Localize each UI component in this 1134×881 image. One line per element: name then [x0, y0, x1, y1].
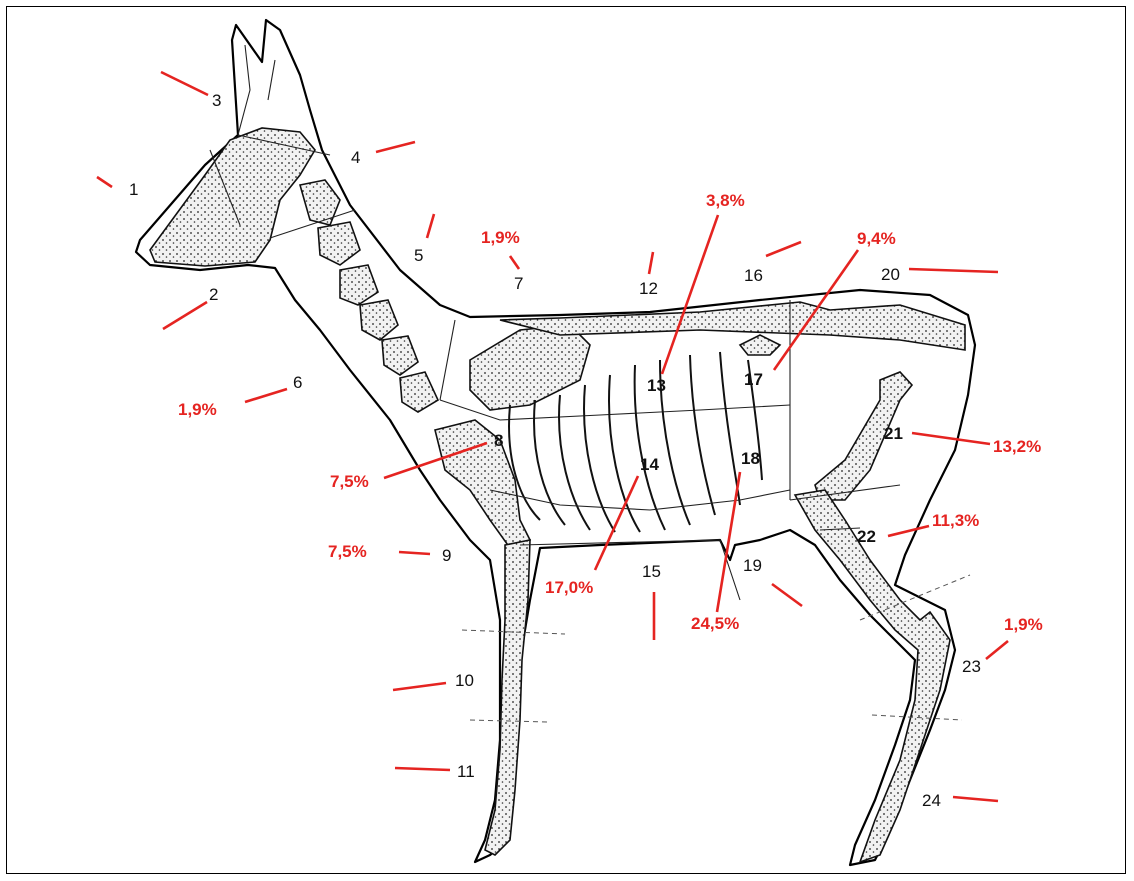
region-number-11: 11: [457, 762, 475, 781]
percent-label-6: 1,9%: [178, 400, 217, 419]
leader-20: [909, 269, 998, 272]
region-number-15: 15: [642, 562, 661, 581]
percent-label-22: 11,3%: [932, 511, 979, 530]
skeleton: [150, 128, 970, 862]
leader-6: [245, 389, 287, 402]
leader-7: [510, 256, 519, 269]
percent-label-21: 13,2%: [993, 437, 1041, 456]
region-number-7: 7: [514, 274, 523, 293]
region-number-17: 17: [744, 370, 763, 389]
leader-3: [161, 72, 208, 95]
region-number-13: 13: [647, 376, 666, 395]
region-number-21: 21: [884, 424, 903, 443]
region-number-6: 6: [293, 373, 302, 392]
leader-11: [395, 768, 450, 770]
leader-23: [986, 641, 1008, 659]
leader-24: [953, 797, 998, 801]
region-number-3: 3: [212, 91, 221, 110]
leader-10: [393, 683, 446, 690]
leader-4: [376, 142, 415, 152]
region-number-9: 9: [442, 546, 451, 565]
percent-label-13: 3,8%: [706, 191, 745, 210]
leader-19: [772, 584, 802, 606]
leader-21: [912, 433, 990, 444]
region-number-1: 1: [129, 180, 138, 199]
region-number-12: 12: [639, 279, 658, 298]
region-number-19: 19: [743, 556, 762, 575]
region-number-5: 5: [414, 246, 423, 265]
leader-14: [595, 476, 638, 570]
leader-13: [662, 215, 718, 374]
region-number-14: 14: [640, 455, 659, 474]
leader-16: [766, 242, 801, 256]
percent-label-14: 17,0%: [545, 578, 593, 597]
percent-labels: 1,9% 1,9% 7,5% 7,5% 3,8% 17,0% 9,4% 24,5…: [178, 191, 1043, 634]
region-number-16: 16: [744, 266, 763, 285]
percent-label-9: 7,5%: [328, 542, 367, 561]
region-number-2: 2: [209, 285, 218, 304]
leader-22: [888, 526, 929, 536]
percent-label-8: 7,5%: [330, 472, 369, 491]
leader-12: [649, 252, 653, 274]
region-number-20: 20: [881, 265, 900, 284]
region-number-10: 10: [455, 671, 474, 690]
percent-label-18: 24,5%: [691, 614, 739, 633]
leader-9: [399, 552, 430, 554]
region-number-23: 23: [962, 657, 981, 676]
region-number-4: 4: [351, 148, 360, 167]
region-number-8: 8: [494, 431, 503, 450]
percent-label-7: 1,9%: [481, 228, 520, 247]
leader-1: [97, 177, 112, 187]
percent-label-17: 9,4%: [857, 229, 896, 248]
region-number-18: 18: [741, 449, 760, 468]
percent-label-23: 1,9%: [1004, 615, 1043, 634]
leader-2: [163, 302, 207, 329]
region-number-22: 22: [857, 527, 876, 546]
region-number-24: 24: [922, 791, 941, 810]
leader-5: [427, 214, 434, 238]
